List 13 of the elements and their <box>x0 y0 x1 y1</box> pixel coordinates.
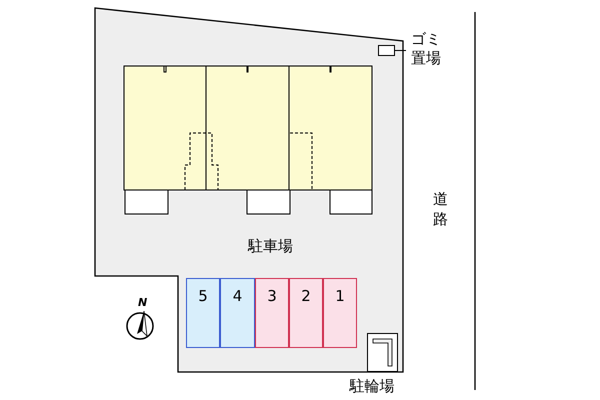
garbage-area-label: ゴミ置場 <box>406 28 446 70</box>
parking-space: 4 <box>220 278 255 348</box>
parking-space: 3 <box>255 278 289 348</box>
area-label: 駐車場 <box>248 238 293 254</box>
bicycle-parking-label: 駐輪場 <box>336 376 408 396</box>
parking-space: 1 <box>323 278 357 348</box>
road-label: 道路 <box>433 190 449 229</box>
leader-line <box>394 50 406 51</box>
bicycle-parking-box <box>367 333 398 372</box>
parking-space: 2 <box>289 278 323 348</box>
parking-space: 5 <box>186 278 220 348</box>
north-label: N <box>138 297 148 310</box>
garbage-box <box>378 45 395 56</box>
